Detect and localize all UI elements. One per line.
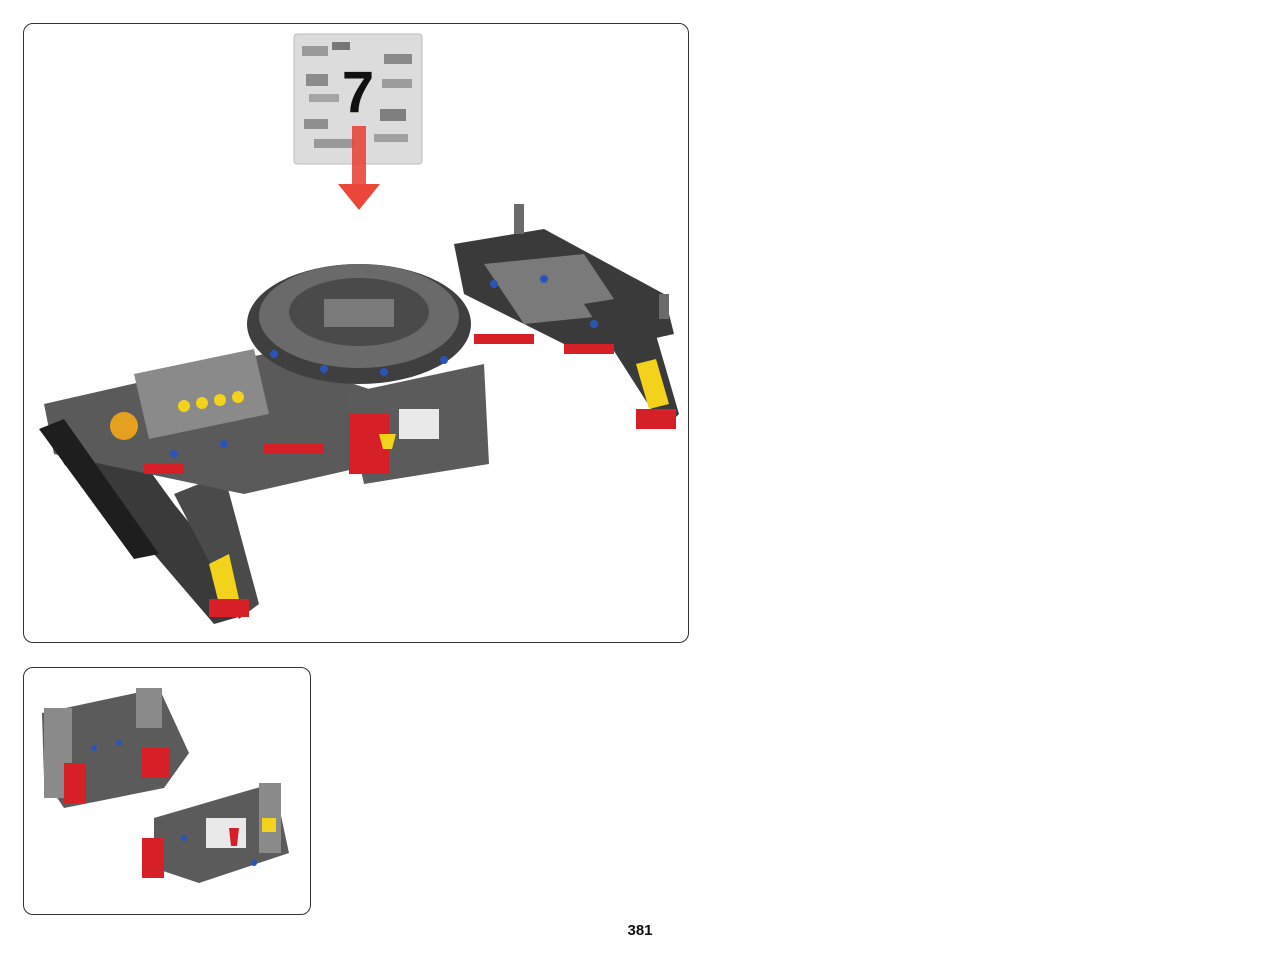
bag-number: 7: [342, 60, 374, 125]
sub-assembly-right: [142, 783, 289, 883]
sub-assembly-left: [42, 688, 189, 808]
sub-assembly-illustration: [42, 688, 289, 883]
parts-bag: [293, 33, 423, 165]
main-build-illustration: 7: [39, 33, 679, 624]
main-build-panel: 7: [23, 23, 689, 643]
technic-model: [39, 204, 679, 624]
page-number: 381: [627, 922, 653, 939]
sub-assembly-panel: [23, 667, 311, 915]
down-arrow-icon: [338, 126, 380, 210]
